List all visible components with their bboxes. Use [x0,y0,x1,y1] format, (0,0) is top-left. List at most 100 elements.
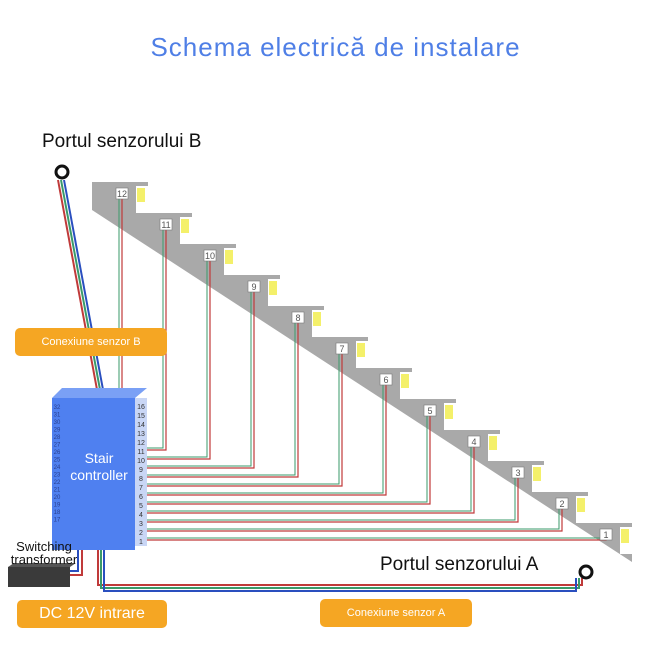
step-number-2: 2 [559,499,564,509]
step-wire [147,258,208,458]
step-wire [147,351,343,487]
step-wire [147,413,428,503]
step-number-12: 12 [117,189,127,199]
step-label-box [423,404,437,417]
led-light-icon [489,436,497,450]
step-number-4: 4 [471,437,476,447]
sensor-a-cable [97,550,583,586]
led-light-icon [225,250,233,264]
step-wire [147,413,431,505]
controller-side [135,398,147,546]
left-pin-26: 26 [54,450,61,456]
step-wire [147,227,164,449]
transformer-label-line1: Switching [16,539,72,554]
step-number-7: 7 [339,344,344,354]
led-light-icon [137,188,145,202]
left-pin-20: 20 [54,495,61,501]
step-number-3: 3 [515,468,520,478]
step-wire [147,258,211,460]
step-wire [147,289,252,467]
right-pin-10: 10 [137,458,145,465]
right-pin-5: 5 [139,503,143,510]
right-pin-13: 13 [137,431,145,438]
stair-controller [52,398,135,550]
sensor-port-b-label: Portul senzorului B [42,131,202,152]
step-wire [147,537,604,539]
step-number-11: 11 [161,220,170,230]
callout-sensor-a: Conexiune senzor A [320,599,472,627]
step-wire [147,475,519,523]
right-pin-6: 6 [139,494,143,501]
right-pin-14: 14 [137,422,145,429]
led-light-icon [313,312,321,326]
transformer-top [8,563,76,567]
step-number-6: 6 [383,375,388,385]
switching-transformer [8,567,70,587]
right-pin-8: 8 [139,476,143,483]
left-pin-27: 27 [54,443,61,449]
step-label-box [335,342,349,355]
right-pin-16: 16 [137,404,145,411]
step-number-10: 10 [205,251,215,261]
step-label-box [467,435,481,448]
right-pin-3: 3 [139,521,143,528]
power-cable [70,550,83,576]
page-title: Schema electrică de instalare [150,32,521,62]
step-wire [147,506,563,532]
step-label-box [115,187,129,200]
led-light-icon [357,343,365,357]
step-wire [147,506,560,530]
led-light-icon [269,281,277,295]
right-pin-11: 11 [137,449,144,456]
right-pin-12: 12 [137,440,145,447]
left-pin-17: 17 [54,518,61,524]
led-light-icon [181,219,189,233]
led-light-icon [445,405,453,419]
left-pin-30: 30 [54,420,61,426]
left-pin-28: 28 [54,435,61,441]
right-pin-15: 15 [137,413,145,420]
left-pin-23: 23 [54,473,61,479]
step-wire [147,351,340,485]
step-wire [147,289,255,469]
transformer-label: Switching transformer [4,540,84,566]
step-wire [147,382,387,496]
step-label-box [599,528,613,541]
sensor-a-cable [100,550,580,589]
step-wire [147,444,475,514]
right-pin-2: 2 [139,530,143,537]
left-pin-32: 32 [54,405,61,411]
sensor-a-cable [103,550,577,592]
step-label-box [159,218,173,231]
callout-sensor-b: Conexiune senzor B [15,328,167,356]
sensor-port-a-label: Portul senzorului A [380,554,539,575]
left-pin-19: 19 [54,503,61,509]
callout-dc-input: DC 12V intrare [17,600,167,628]
sensor-b-cable [60,179,102,396]
step-number-9: 9 [251,282,256,292]
staircase [92,182,632,562]
step-number-8: 8 [295,313,300,323]
led-light-icon [533,467,541,481]
led-light-icon [577,498,585,512]
led-light-icon [621,529,629,543]
controller-label-line1: Stair [84,450,114,466]
step-label-box [291,311,305,324]
step-number-1: 1 [603,530,608,540]
step-wire [147,320,296,476]
step-label-box [511,466,525,479]
left-pin-21: 21 [54,488,61,494]
left-pin-18: 18 [54,510,61,516]
left-pin-24: 24 [54,465,61,471]
sensor-b-cable [63,179,105,396]
led-light-icon [401,374,409,388]
sensor-a-port-icon [578,564,594,580]
step-wire [147,382,384,494]
step-wire [147,475,516,521]
step-label-box [379,373,393,386]
step-label-box [203,249,217,262]
controller-label: Stair controller [64,450,134,484]
transformer-label-line2: transformer [10,552,78,567]
right-pin-9: 9 [139,467,143,474]
